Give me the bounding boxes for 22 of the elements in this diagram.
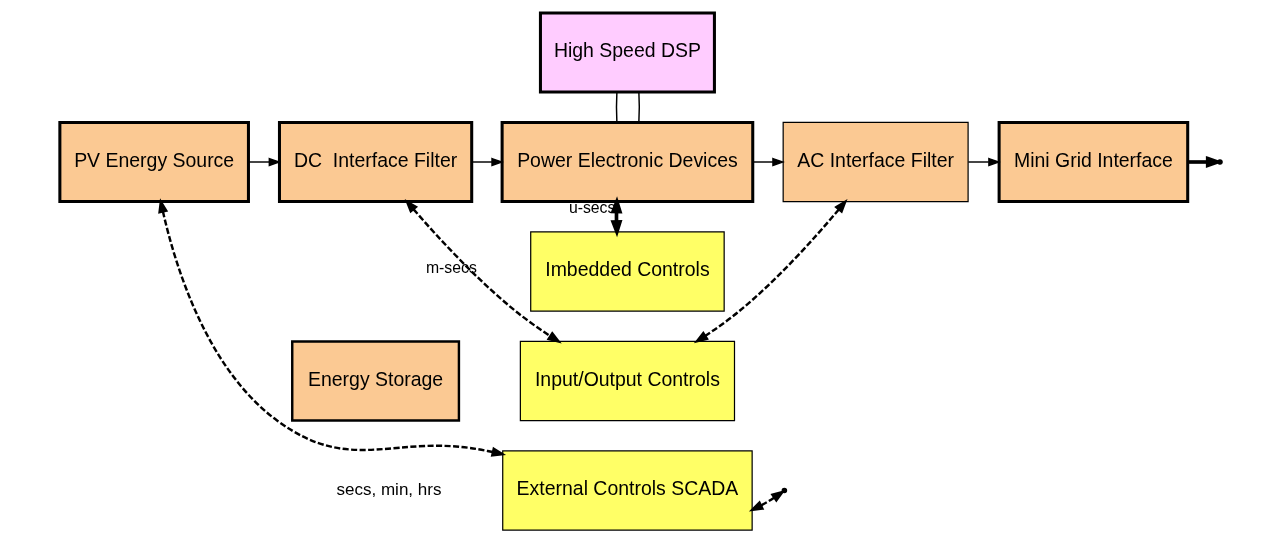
node-box: External Controls SCADA bbox=[501, 450, 753, 531]
node-box: Imbedded Controls bbox=[529, 231, 725, 312]
node-box: Power Electronic Devices bbox=[500, 120, 754, 204]
node-box: PV Energy Source bbox=[57, 120, 250, 204]
node-box: High Speed DSP bbox=[538, 11, 716, 94]
edge-label: m-secs bbox=[425, 258, 477, 276]
arrow bbox=[404, 198, 562, 344]
node-box: AC Interface Filter bbox=[782, 121, 969, 203]
node-box: Mini Grid Interface bbox=[997, 120, 1189, 204]
arrow bbox=[967, 157, 1001, 167]
node-box: Energy Storage bbox=[290, 340, 460, 422]
arrow bbox=[751, 157, 785, 167]
node-box: DC Interface Filter bbox=[277, 120, 473, 204]
arrow bbox=[693, 198, 848, 344]
connector bbox=[637, 91, 640, 123]
label: secs, min, hrs bbox=[335, 480, 441, 499]
arrow bbox=[247, 157, 281, 167]
arrow bbox=[157, 198, 506, 457]
connector bbox=[615, 91, 618, 123]
arrow bbox=[610, 196, 622, 238]
node-box: Input/Output Controls bbox=[519, 340, 735, 422]
arrow bbox=[470, 157, 504, 167]
